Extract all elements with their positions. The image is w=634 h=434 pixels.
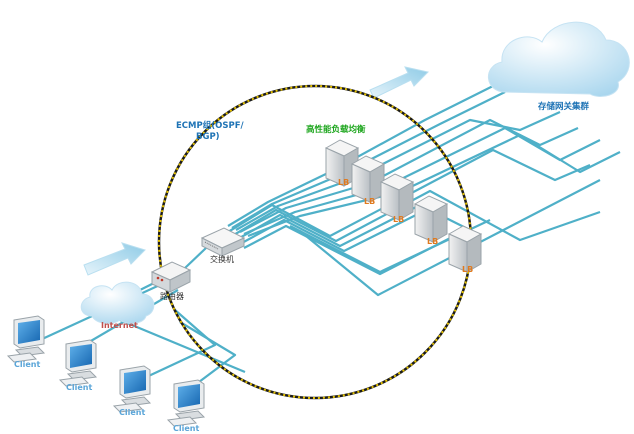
- switch-icon: [200, 227, 246, 257]
- bgp-label: BGP): [196, 132, 220, 142]
- lb-group-title: 高性能负载均衡: [306, 124, 366, 135]
- link-client-3: [139, 309, 217, 381]
- link-long: [299, 179, 601, 297]
- link-2: [231, 189, 601, 243]
- lb-label: LB: [393, 215, 404, 224]
- cloud-icon: [487, 21, 630, 97]
- link-switch-router: [184, 247, 207, 269]
- ecmp-label: ECMP组(OSPF/: [176, 120, 245, 131]
- cloud-icon: [80, 281, 155, 324]
- monitor-icon: [166, 379, 206, 427]
- storage-label: 存储网关集群: [537, 101, 590, 112]
- labels: ECMP组(OSPF/ BGP) 高性能负载均衡 存储网关集群 交换机 路由器 …: [14, 101, 590, 433]
- lb-label: LB: [338, 178, 349, 187]
- clients: [6, 315, 206, 427]
- server-icon: [350, 155, 386, 203]
- client-label: Client: [173, 424, 199, 433]
- client-label: Client: [14, 360, 40, 369]
- flow-arrow-icon: [83, 242, 146, 276]
- server-icon: [447, 225, 483, 273]
- lb-servers: [324, 139, 483, 273]
- monitor-icon: [112, 365, 152, 413]
- client-label: Client: [119, 408, 145, 417]
- router-label: 路由器: [160, 291, 184, 301]
- link-client-4b: [119, 318, 246, 374]
- server-icon: [413, 195, 449, 243]
- monitor-icon: [6, 315, 46, 363]
- switch-label: 交换机: [210, 254, 234, 264]
- link-client-4: [179, 321, 237, 386]
- server-icon: [324, 139, 360, 187]
- link-up-4: [239, 118, 579, 233]
- flow-arrows: [83, 66, 430, 276]
- link-up-3: [235, 110, 561, 231]
- client-label: Client: [66, 383, 92, 392]
- link-4: [239, 207, 431, 253]
- flow-arrow-icon: [369, 66, 430, 99]
- lb-label: LB: [364, 197, 375, 206]
- internet-label: Internet: [101, 321, 138, 330]
- lb-label: LB: [427, 237, 438, 246]
- router-icon: [150, 261, 192, 293]
- server-icon: [379, 173, 415, 221]
- lb-label: LB: [462, 265, 473, 274]
- link-up-6: [247, 133, 621, 238]
- monitor-icon: [58, 339, 98, 387]
